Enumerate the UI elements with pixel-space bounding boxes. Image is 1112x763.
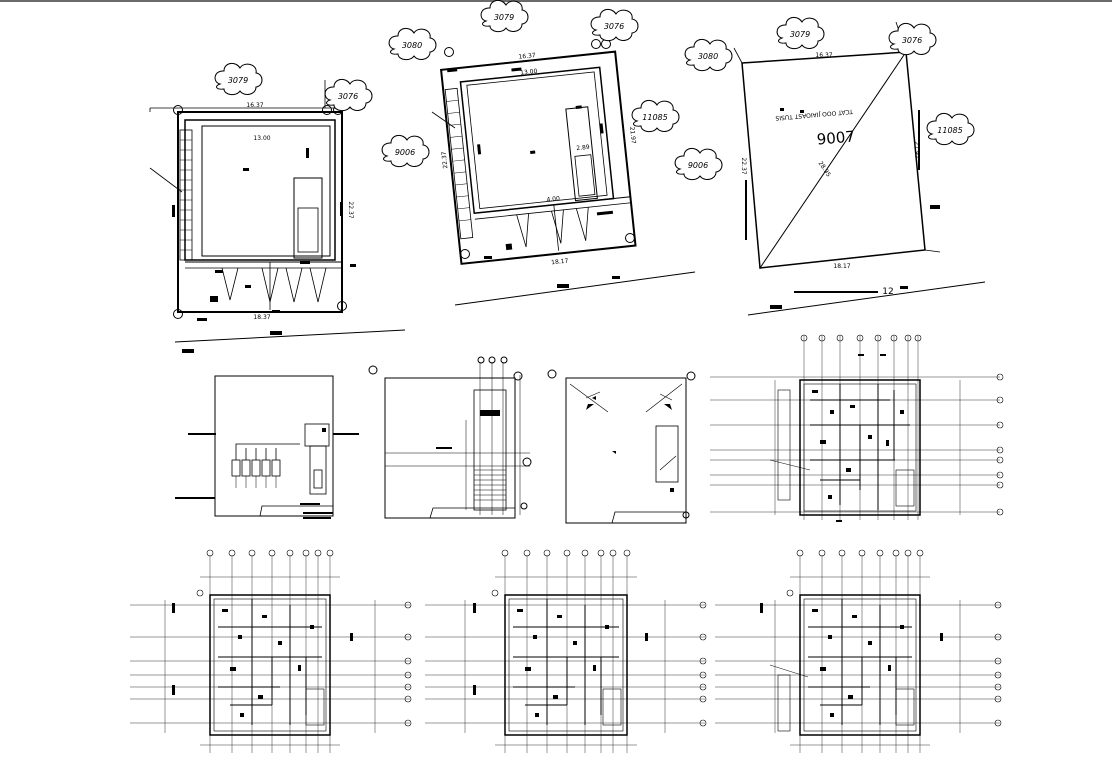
plot2-mid-dim: 4.00 [546, 195, 560, 203]
plot1-inner-dim: 13.00 [253, 135, 270, 142]
roof-plan-1 [175, 375, 359, 519]
plot3-top-dim: 16.37 [815, 52, 832, 59]
plot1-cloud-a: 3079 [228, 76, 248, 85]
plot1-bottom-dim: 18.37 [253, 314, 270, 321]
plot1-cloud-b: 3076 [338, 92, 358, 101]
plot3-note: 12 [882, 287, 893, 297]
plot1-top-dim: 16.37 [246, 102, 263, 109]
plot3-cloud-e: 11085 [937, 126, 962, 135]
plot2-bottom-dim: 18.17 [551, 258, 569, 267]
top-border [0, 0, 1112, 2]
plot3-right-dim: 21.97 [913, 141, 920, 158]
plot3-id: 9007 [816, 127, 856, 148]
plot3-cloud-a: 3079 [790, 30, 810, 39]
plot3-mirror-text: TCAT OOO JIAIOAST TUSIS [775, 108, 854, 122]
plot2-right-dim: 21.97 [628, 126, 637, 144]
site-plan-2: 16.37 13.00 18.17 4.00 2.89 21.97 22.37 … [381, 0, 696, 306]
plot3-cloud-d: 9006 [688, 161, 708, 170]
site-plan-1: 16.37 13.00 18.37 22.37 3079 3076 [149, 62, 406, 353]
plot2-cloud-d: 9006 [395, 148, 415, 157]
plot3-left-dim: 22.37 [740, 157, 747, 174]
plot2-left-dim: 22.37 [441, 151, 450, 169]
plot3-diag-dim: 28.95 [817, 160, 833, 178]
plot3-bottom-dim: 18.17 [833, 263, 850, 270]
roof-plan-2 [368, 356, 532, 519]
roof-plan-3 [547, 369, 696, 524]
plot2-cloud-e: 11085 [642, 113, 667, 122]
plot2-inner-dim: 13.00 [520, 68, 538, 77]
plot3-cloud-b: 3076 [902, 36, 922, 45]
plot3-cloud-c: 3080 [698, 52, 718, 61]
floor-plan-4 [715, 549, 1002, 753]
plot1-side-dim: 22.37 [347, 201, 354, 218]
plot2-cloud-a: 3079 [494, 13, 514, 22]
floor-plan-1 [710, 334, 1004, 522]
floor-plan-3 [425, 549, 707, 753]
plot2-small-dim: 2.89 [576, 144, 590, 152]
plot2-cloud-b: 3076 [604, 22, 624, 31]
plot2-top-dim: 16.37 [518, 52, 536, 61]
site-plan-3: 16.37 18.17 22.37 21.97 28.95 9007 TCAT … [674, 16, 986, 316]
floor-plan-2 [130, 549, 412, 753]
plot2-cloud-c: 3080 [402, 41, 422, 50]
